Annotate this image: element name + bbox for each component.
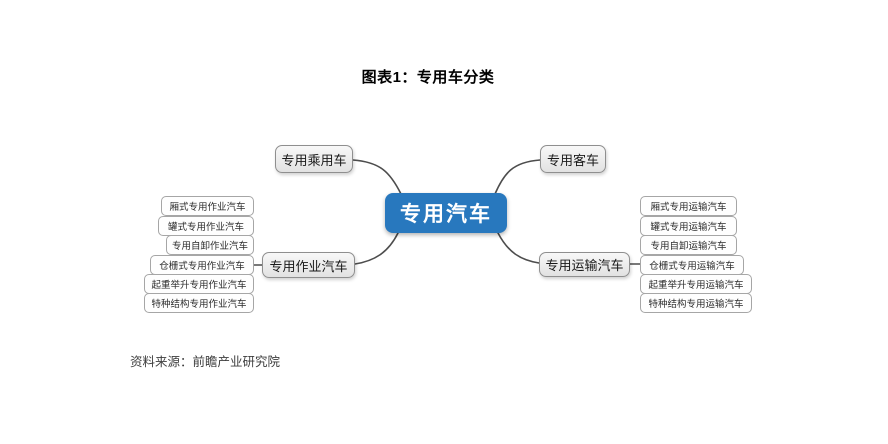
leaf-transport-6: 特种结构专用运输汽车 (640, 293, 752, 313)
leaf-transport-1: 厢式专用运输汽车 (640, 196, 737, 216)
branch-node-passenger: 专用乘用车 (275, 145, 353, 173)
figure-title: 图表1：专用车分类 (361, 69, 495, 86)
link-center-work (354, 232, 399, 265)
leaf-work-5: 起重举升专用作业汽车 (144, 274, 254, 294)
leaf-transport-4: 仓栅式专用运输汽车 (640, 255, 744, 275)
leaf-work-6: 特种结构专用作业汽车 (144, 293, 254, 313)
branch-node-bus: 专用客车 (540, 145, 606, 173)
leaf-work-1: 厢式专用作业汽车 (161, 196, 254, 216)
leaf-work-4: 仓栅式专用作业汽车 (150, 255, 254, 275)
leaf-work-3: 专用自卸作业汽车 (166, 235, 254, 255)
branch-node-transport: 专用运输汽车 (539, 252, 630, 277)
leaf-transport-3: 专用自卸运输汽车 (640, 235, 737, 255)
branch-node-work: 专用作业汽车 (262, 252, 355, 278)
root-node: 专用汽车 (385, 193, 507, 233)
link-center-bus (494, 159, 541, 195)
link-center-transport (497, 232, 540, 264)
link-center-passenger (352, 159, 402, 195)
source-note: 资料来源：前瞻产业研究院 (130, 355, 281, 369)
leaf-work-2: 罐式专用作业汽车 (158, 216, 254, 236)
leaf-transport-2: 罐式专用运输汽车 (640, 216, 737, 236)
leaf-transport-5: 起重举升专用运输汽车 (640, 274, 752, 294)
